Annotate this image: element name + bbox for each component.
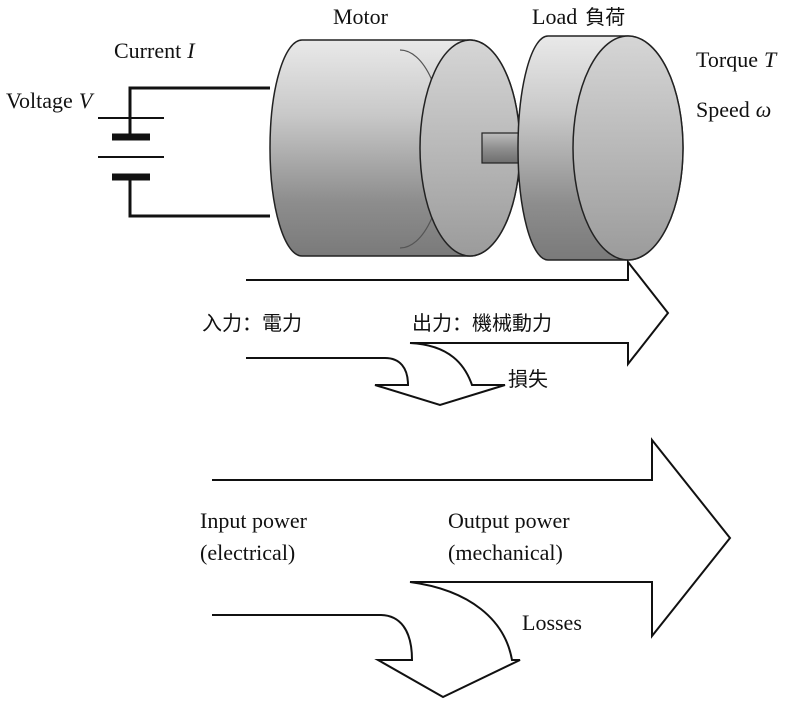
motor-label: Motor (333, 4, 389, 29)
load-end-face (572, 35, 684, 261)
motor-cylinder (269, 39, 521, 257)
jp-flow-arrow (246, 259, 670, 407)
battery-circuit (98, 86, 270, 218)
jp-output-label: 出力：機械動力 (412, 311, 552, 335)
en-output-label-line2: (mechanical) (448, 540, 563, 565)
en-output-label-line1: Output power (448, 508, 570, 533)
en-input-label-line1: Input power (200, 508, 308, 533)
en-flow-arrow (212, 437, 732, 699)
wire-bottom (128, 178, 270, 218)
jp-losses-label: 損失 (508, 367, 548, 391)
en-losses-label: Losses (522, 610, 582, 635)
load-cylinder (517, 35, 684, 261)
jp-input-label: 入力：電力 (202, 311, 302, 335)
en-input-label-line2: (electrical) (200, 540, 295, 565)
wire-top (128, 86, 270, 140)
